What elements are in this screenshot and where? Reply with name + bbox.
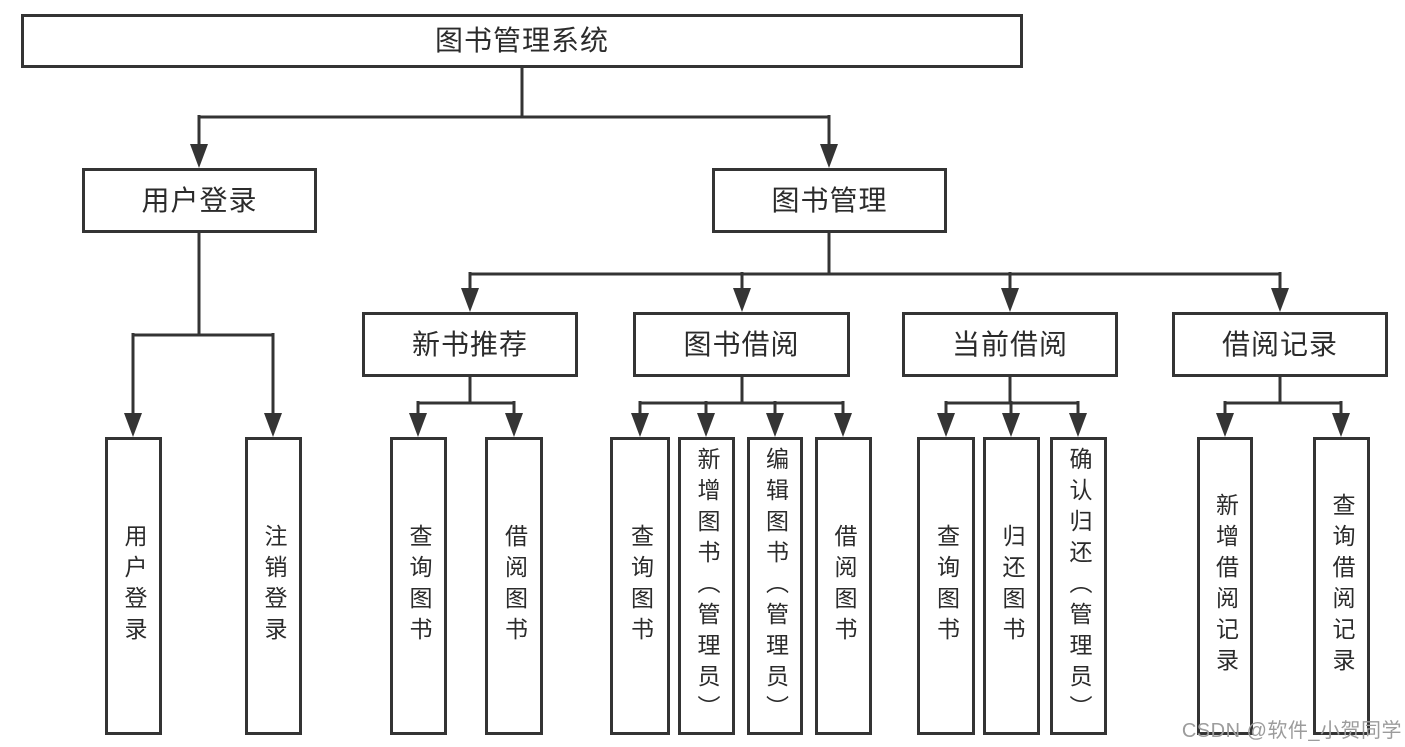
watermark: CSDN @软件_小贺同学 bbox=[1181, 720, 1402, 742]
leaf-query-borrow-record-label: 查询借阅记录 bbox=[1329, 493, 1355, 679]
node-user-login: 用户登录 bbox=[82, 168, 317, 233]
leaf-query-books-borrowing-label: 查询图书 bbox=[627, 524, 654, 648]
node-book-borrowing-label: 图书借阅 bbox=[683, 328, 800, 360]
node-current-borrowing: 当前借阅 bbox=[902, 312, 1118, 377]
node-book-management: 图书管理 bbox=[712, 168, 947, 233]
leaf-return-books-label: 归还图书 bbox=[999, 524, 1025, 648]
leaf-add-borrow-record: 新增借阅记录 bbox=[1197, 437, 1253, 735]
leaf-query-books-current-label: 查询图书 bbox=[933, 524, 960, 648]
node-borrowing-records-label: 借阅记录 bbox=[1221, 328, 1338, 360]
leaf-borrow-books-recommend-label: 借阅图书 bbox=[501, 524, 528, 648]
node-book-borrowing: 图书借阅 bbox=[633, 312, 850, 377]
node-book-management-label: 图书管理 bbox=[771, 184, 888, 216]
leaf-borrow-books-borrowing: 借阅图书 bbox=[815, 437, 872, 735]
leaf-query-borrow-record: 查询借阅记录 bbox=[1313, 437, 1370, 735]
leaf-confirm-return-admin: 确认归还（管理员） bbox=[1050, 437, 1107, 735]
leaf-query-books-recommend: 查询图书 bbox=[390, 437, 447, 735]
leaf-add-books-admin: 新增图书（管理员） bbox=[678, 437, 735, 735]
arrowheads bbox=[124, 144, 1350, 437]
leaf-user-login-label: 用户登录 bbox=[121, 524, 147, 648]
leaf-add-borrow-record-label: 新增借阅记录 bbox=[1212, 493, 1239, 679]
node-borrowing-records: 借阅记录 bbox=[1172, 312, 1388, 377]
leaf-edit-books-admin-label: 编辑图书（管理员） bbox=[762, 446, 789, 726]
leaf-borrow-books-borrowing-label: 借阅图书 bbox=[831, 524, 857, 648]
leaf-query-books-current: 查询图书 bbox=[917, 437, 975, 735]
node-user-login-label: 用户登录 bbox=[141, 184, 258, 216]
leaf-edit-books-admin: 编辑图书（管理员） bbox=[747, 437, 803, 735]
leaf-return-books: 归还图书 bbox=[983, 437, 1040, 735]
node-system: 图书管理系统 bbox=[21, 14, 1023, 68]
leaf-add-books-admin-label: 新增图书（管理员） bbox=[694, 446, 720, 726]
node-current-borrowing-label: 当前借阅 bbox=[951, 328, 1068, 360]
node-new-book-recommendation: 新书推荐 bbox=[362, 312, 578, 377]
node-new-book-recommendation-label: 新书推荐 bbox=[411, 328, 528, 360]
leaf-confirm-return-admin-label: 确认归还（管理员） bbox=[1066, 446, 1092, 726]
leaf-query-books-borrowing: 查询图书 bbox=[610, 437, 670, 735]
leaf-logout: 注销登录 bbox=[245, 437, 302, 735]
leaf-query-books-recommend-label: 查询图书 bbox=[406, 524, 432, 648]
leaf-user-login: 用户登录 bbox=[105, 437, 162, 735]
leaf-logout-label: 注销登录 bbox=[261, 524, 287, 648]
node-system-label: 图书管理系统 bbox=[434, 25, 609, 56]
leaf-borrow-books-recommend: 借阅图书 bbox=[485, 437, 543, 735]
